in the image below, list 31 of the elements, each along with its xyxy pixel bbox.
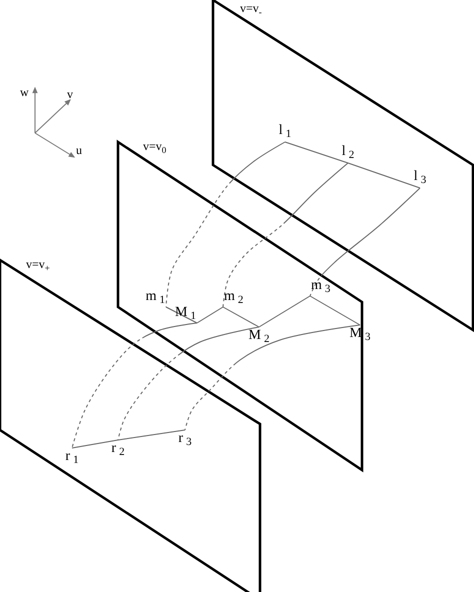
curve <box>118 326 260 440</box>
point-label: l$_{1}$ <box>278 123 292 141</box>
axis-label: u <box>76 144 82 156</box>
line-segment <box>72 440 118 448</box>
point-label: r$_{1}$ <box>64 449 80 467</box>
point-label: m$_{1}$ <box>144 289 166 307</box>
plane-label: v=v$_{+}$ <box>26 258 50 273</box>
line-segment <box>258 296 310 328</box>
plane-label: v=v$_{0}$ <box>143 140 166 155</box>
line-segment <box>196 306 224 324</box>
point-label: m$_{2}$ <box>223 289 244 307</box>
line-segment <box>118 430 186 440</box>
line-segment <box>348 162 420 188</box>
plane-label: v=v$_{-}$ <box>240 2 262 17</box>
curve <box>72 322 198 448</box>
point-label: M$_{3}$ <box>348 326 372 344</box>
axis-label: v <box>67 88 73 100</box>
point-label: r$_{3}$ <box>177 431 193 449</box>
point-label: l$_{2}$ <box>340 144 356 162</box>
line-segment <box>222 306 260 328</box>
line-segment <box>284 142 348 164</box>
curve <box>184 324 360 430</box>
curve <box>166 142 286 308</box>
curve <box>310 188 420 296</box>
point-label: r$_{2}$ <box>110 441 126 459</box>
point-label: M$_{2}$ <box>248 328 270 346</box>
point-label: l$_{3}$ <box>412 169 428 187</box>
line-segment <box>310 296 360 326</box>
curve <box>222 162 348 308</box>
axis-label: w <box>20 86 29 98</box>
point-label: m$_{3}$ <box>310 278 332 296</box>
